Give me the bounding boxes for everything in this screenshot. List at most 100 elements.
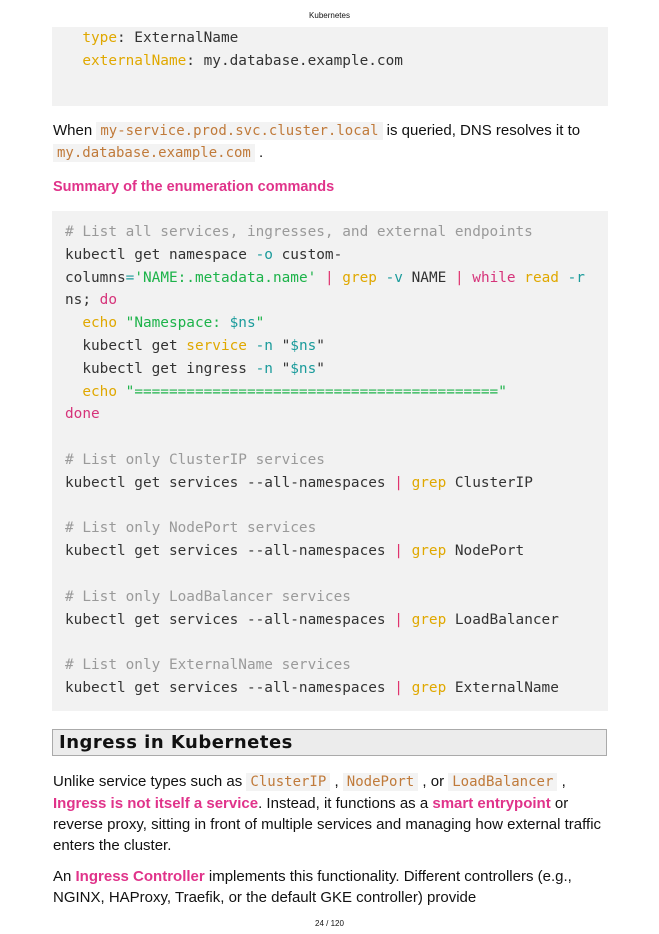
text: is queried, DNS resolves it to <box>382 122 581 139</box>
code-line: columns='NAME:.metadata.name' | grep -v … <box>65 267 608 290</box>
code-token: # List only NodePort services <box>65 520 317 537</box>
code-token: grep <box>342 269 377 286</box>
code-token: kubectl get services --all-namespaces <box>65 543 395 560</box>
code-token: kubectl get <box>65 337 187 354</box>
code-token <box>377 270 386 286</box>
inline-code: my.database.example.com <box>53 144 255 162</box>
paragraph-controller: An Ingress Controller implements this fu… <box>53 866 598 908</box>
code-block-shell: # List all services, ingresses, and exte… <box>52 211 608 711</box>
code-token: externalName <box>82 52 187 69</box>
code-token: $ns <box>290 360 317 377</box>
code-token <box>117 384 126 400</box>
code-token: grep <box>411 679 447 696</box>
text: , or <box>418 773 449 790</box>
code-token: kubectl get services --all-namespaces <box>65 611 395 628</box>
paragraph-dns: When my-service.prod.svc.cluster.local i… <box>53 120 613 164</box>
code-token: "Namespace: <box>125 315 230 332</box>
code-token: grep <box>411 611 447 628</box>
text: . <box>254 144 264 161</box>
code-token <box>65 384 82 400</box>
code-token: type <box>82 30 117 46</box>
code-token: # List only ClusterIP services <box>65 451 325 468</box>
code-token: service <box>186 337 247 354</box>
code-token: 'NAME:.metadata.name' <box>134 269 317 286</box>
code-line: done <box>65 403 608 426</box>
text: Unlike service types such as <box>53 773 247 790</box>
code-token <box>65 30 82 46</box>
code-token: kubectl get ingress <box>65 360 256 377</box>
code-line: kubectl get services --all-namespaces | … <box>65 540 608 563</box>
code-token: $ns <box>229 315 256 332</box>
code-token: -n <box>255 337 273 354</box>
code-token: | <box>394 611 403 628</box>
code-token: # List only LoadBalancer services <box>65 588 351 605</box>
code-token: grep <box>411 543 447 560</box>
code-token <box>117 315 126 331</box>
code-line: # List only ClusterIP services <box>65 449 608 472</box>
code-token: " <box>316 337 325 354</box>
code-line: externalName: my.database.example.com <box>65 50 608 73</box>
code-token: -r <box>567 269 585 286</box>
text: , <box>330 773 343 790</box>
code-token: = <box>125 269 135 286</box>
code-line: kubectl get services --all-namespaces | … <box>65 472 608 495</box>
highlight: Ingress is not itself a service <box>53 795 259 812</box>
code-token <box>464 270 473 286</box>
code-token: -n <box>255 360 273 377</box>
page-header: Kubernetes <box>309 11 350 20</box>
code-line: kubectl get service -n "$ns" <box>65 335 608 358</box>
code-line: echo "Namespace: $ns" <box>65 312 608 335</box>
code-token: NAME <box>402 269 455 286</box>
summary-heading: Summary of the enumeration commands <box>53 179 335 195</box>
highlight: smart entrypoint <box>432 795 551 812</box>
text: , <box>557 773 566 790</box>
code-token <box>403 475 412 491</box>
inline-code: NodePort <box>342 773 419 791</box>
code-token: # List all services, ingresses, and exte… <box>65 224 533 240</box>
code-token: kubectl get services --all-namespaces <box>65 474 395 491</box>
section-heading: Ingress in Kubernetes <box>52 729 607 756</box>
code-token: " <box>316 360 325 377</box>
code-token: read <box>524 269 559 286</box>
code-line: ns; do <box>65 289 608 312</box>
text: . Instead, it functions as a <box>258 795 433 812</box>
code-token: ClusterIP <box>446 474 533 491</box>
code-token: : ExternalName <box>116 30 239 46</box>
code-token <box>334 270 343 286</box>
code-token: " <box>255 315 265 332</box>
inline-code: ClusterIP <box>246 773 331 791</box>
code-token <box>559 270 568 286</box>
code-token: custom- <box>272 246 343 263</box>
code-token <box>403 680 412 696</box>
code-token: echo <box>82 383 117 400</box>
code-line: # List only ExternalName services <box>65 654 608 677</box>
code-token: # List only ExternalName services <box>65 657 351 674</box>
code-token <box>65 315 82 331</box>
text: or reverse proxy, sitting in front of mu… <box>53 795 602 854</box>
code-line: ​ <box>65 426 608 449</box>
text: An <box>53 868 76 885</box>
code-token: $ns <box>290 337 317 354</box>
code-token: | <box>394 543 403 560</box>
code-token: | <box>394 474 403 491</box>
code-token: do <box>99 292 117 309</box>
code-line: # List only LoadBalancer services <box>65 586 608 609</box>
inline-code: my-service.prod.svc.cluster.local <box>96 122 383 140</box>
code-line: ​ <box>65 563 608 586</box>
code-token: echo <box>82 315 117 332</box>
code-token: -o <box>255 246 273 263</box>
code-line: ​ <box>65 495 608 518</box>
text: implements this functionality. Different… <box>53 868 572 906</box>
code-token: LoadBalancer <box>446 611 559 628</box>
code-token <box>403 543 412 559</box>
code-token: kubectl get namespace <box>65 246 256 263</box>
code-token: | <box>454 269 464 286</box>
code-token: -v <box>385 269 403 286</box>
code-token: | <box>394 679 403 696</box>
code-token: while <box>472 269 516 286</box>
code-token: ExternalName <box>446 679 559 696</box>
paragraph-ingress: Unlike service types such as ClusterIP ,… <box>53 771 609 856</box>
page-number: 24 / 120 <box>315 919 344 928</box>
text: When <box>53 122 97 139</box>
code-line: kubectl get services --all-namespaces | … <box>65 609 608 632</box>
